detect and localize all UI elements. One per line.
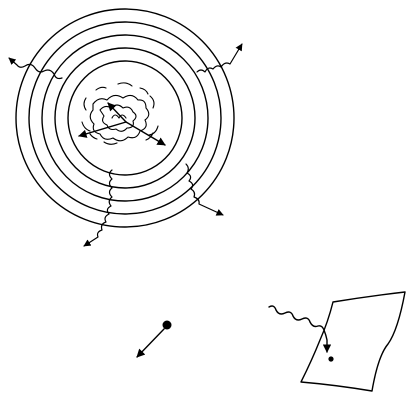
- shell-ring-1: [16, 9, 234, 227]
- surface-sheet: [301, 292, 405, 391]
- photon-upper-left: [9, 58, 62, 79]
- absorbing-surface: [269, 292, 405, 391]
- escaping-photons: [9, 44, 242, 246]
- free-particle: [137, 321, 172, 358]
- particle-dot: [163, 321, 172, 330]
- particle-velocity-arrow: [137, 329, 164, 357]
- photon-bottom: [84, 170, 112, 246]
- shell-ring-3: [42, 35, 208, 201]
- core-arrow-right: [126, 122, 165, 145]
- shell-ring-4: [55, 48, 195, 188]
- core-arrow-up: [108, 103, 126, 122]
- photon-upper-right: [197, 44, 242, 72]
- turbulent-core: [82, 83, 158, 144]
- absorption-point: [328, 356, 333, 361]
- shell-ring-5: [68, 61, 182, 175]
- core-arrows: [79, 103, 165, 145]
- concentric-shells: [16, 9, 234, 227]
- star-diagram: [9, 9, 242, 246]
